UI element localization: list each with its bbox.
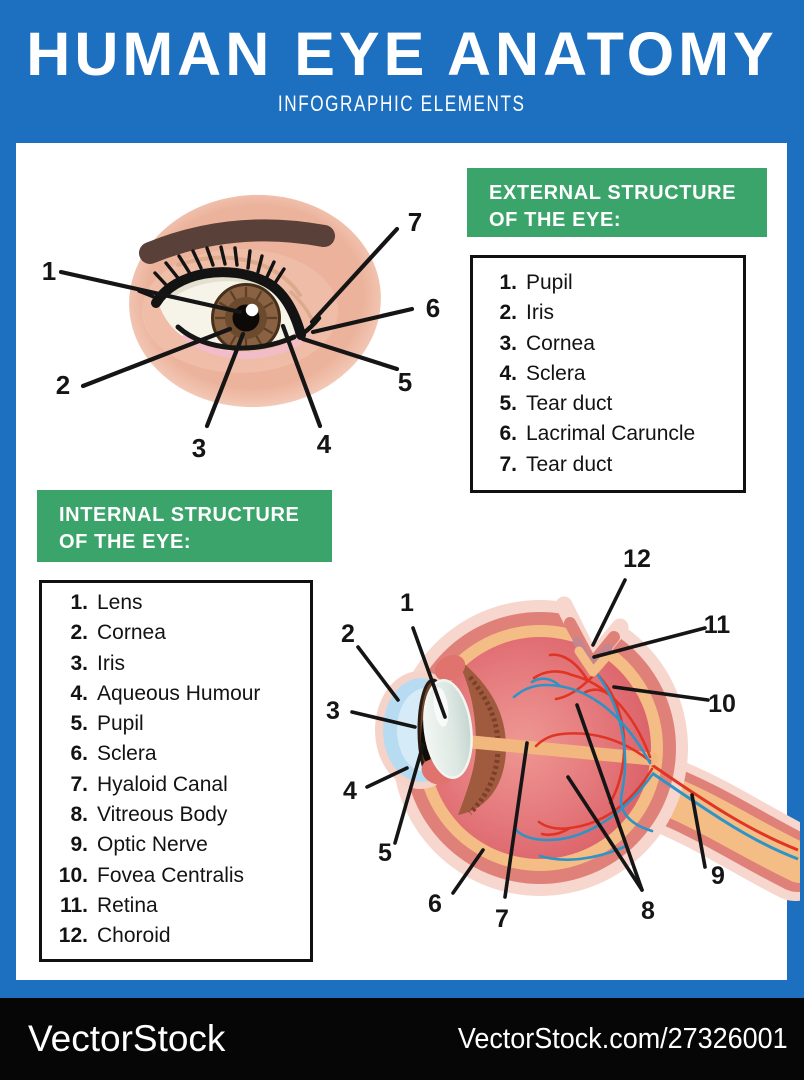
internal-eye-art <box>375 563 800 901</box>
diagram-label: 7 <box>495 905 509 933</box>
external-eye-art <box>129 194 381 408</box>
diagram-label: 1 <box>400 589 414 617</box>
list-item: 9. Optic Nerve <box>70 833 208 857</box>
diagram-label: 7 <box>408 207 422 237</box>
tear-line <box>182 333 302 359</box>
page-title: HUMAN EYE ANATOMY <box>26 20 778 88</box>
list-item: 10. Fovea Centralis <box>58 863 245 887</box>
diagram-label: 3 <box>326 697 340 725</box>
diagram-label: 5 <box>378 839 392 867</box>
list-item: 7. Hyaloid Canal <box>70 772 228 796</box>
content-panel: 1 2 3 4 5 6 7 EXTERNAL STRUCTURE OF THE … <box>16 143 800 980</box>
lower-eyelid <box>175 324 297 351</box>
diagram-label: 9 <box>711 862 725 890</box>
diagram-label: 2 <box>56 370 70 400</box>
diagram-label: 11 <box>704 611 731 639</box>
list-item: 4. Sclera <box>499 361 586 385</box>
blood-vessels <box>512 653 654 861</box>
external-diagram-labels: 1 2 3 4 5 6 7 <box>42 207 440 463</box>
diagram-label: 12 <box>623 547 651 573</box>
internal-leader-lines <box>350 578 710 899</box>
list-item: 6. Sclera <box>70 742 157 766</box>
iris-group <box>211 283 281 351</box>
list-item: 3. Iris <box>70 651 125 675</box>
external-structure-list: 1. Pupil 2. Iris 3. Cornea 4. <box>470 255 746 493</box>
internal-structure-heading: INTERNAL STRUCTURE OF THE EYE: <box>37 490 332 562</box>
external-structure-heading: EXTERNAL STRUCTURE OF THE EYE: <box>467 168 767 237</box>
list-item: 11. Retina <box>59 893 158 917</box>
diagram-label: 1 <box>42 256 56 286</box>
ciliary-body <box>456 657 506 815</box>
eyebrow <box>139 219 335 264</box>
footer-bar: VectorStock VectorStock.com/27326001 <box>0 998 804 1080</box>
vectorstock-logo: VectorStock <box>28 1018 226 1059</box>
list-item: 12. Choroid <box>58 924 171 948</box>
diagram-label: 6 <box>426 293 440 323</box>
internal-structure-list: 1. Lens 2. Cornea 3. Iris 4. <box>39 580 313 962</box>
eyelashes <box>137 245 286 301</box>
list-item: 1. Pupil <box>499 271 573 294</box>
hyaloid-canal <box>465 735 659 766</box>
list-item: 2. Iris <box>499 301 554 325</box>
diagram-label: 2 <box>341 620 355 648</box>
list-item: 1. Lens <box>70 591 143 614</box>
internal-diagram-labels: 1 2 3 4 5 6 7 8 9 10 11 12 <box>326 547 736 933</box>
header: HUMAN EYE ANATOMY INFOGRAPHIC ELEMENTS <box>0 0 804 143</box>
upper-eyelid <box>151 267 306 340</box>
external-eye-diagram: 1 2 3 4 5 6 7 <box>42 194 440 463</box>
list-item: 6. Lacrimal Caruncle <box>499 422 696 446</box>
list-item: 4. Aqueous Humour <box>70 681 261 705</box>
diagram-label: 5 <box>398 367 412 397</box>
attribution-url: VectorStock.com/27326001 <box>458 1022 788 1055</box>
diagram-label: 8 <box>641 897 655 925</box>
list-item: 3. Cornea <box>499 331 595 355</box>
diagram-label: 4 <box>317 429 332 459</box>
external-leader-lines <box>58 226 415 429</box>
list-item: 5. Tear duct <box>499 392 613 416</box>
diagram-label: 4 <box>343 777 357 805</box>
diagram-label: 6 <box>428 890 442 918</box>
diagram-label: 10 <box>708 690 736 718</box>
internal-eye-diagram: 1 2 3 4 5 6 7 8 9 10 11 12 <box>326 547 800 933</box>
choroid-notch <box>555 563 634 677</box>
list-item: 2. Cornea <box>70 621 166 645</box>
list-item: 7. Tear duct <box>499 452 613 476</box>
page-subtitle: INFOGRAPHIC ELEMENTS <box>278 91 526 116</box>
diagram-label: 3 <box>192 433 206 463</box>
list-item: 8. Vitreous Body <box>70 803 228 827</box>
list-item: 5. Pupil <box>70 712 144 736</box>
